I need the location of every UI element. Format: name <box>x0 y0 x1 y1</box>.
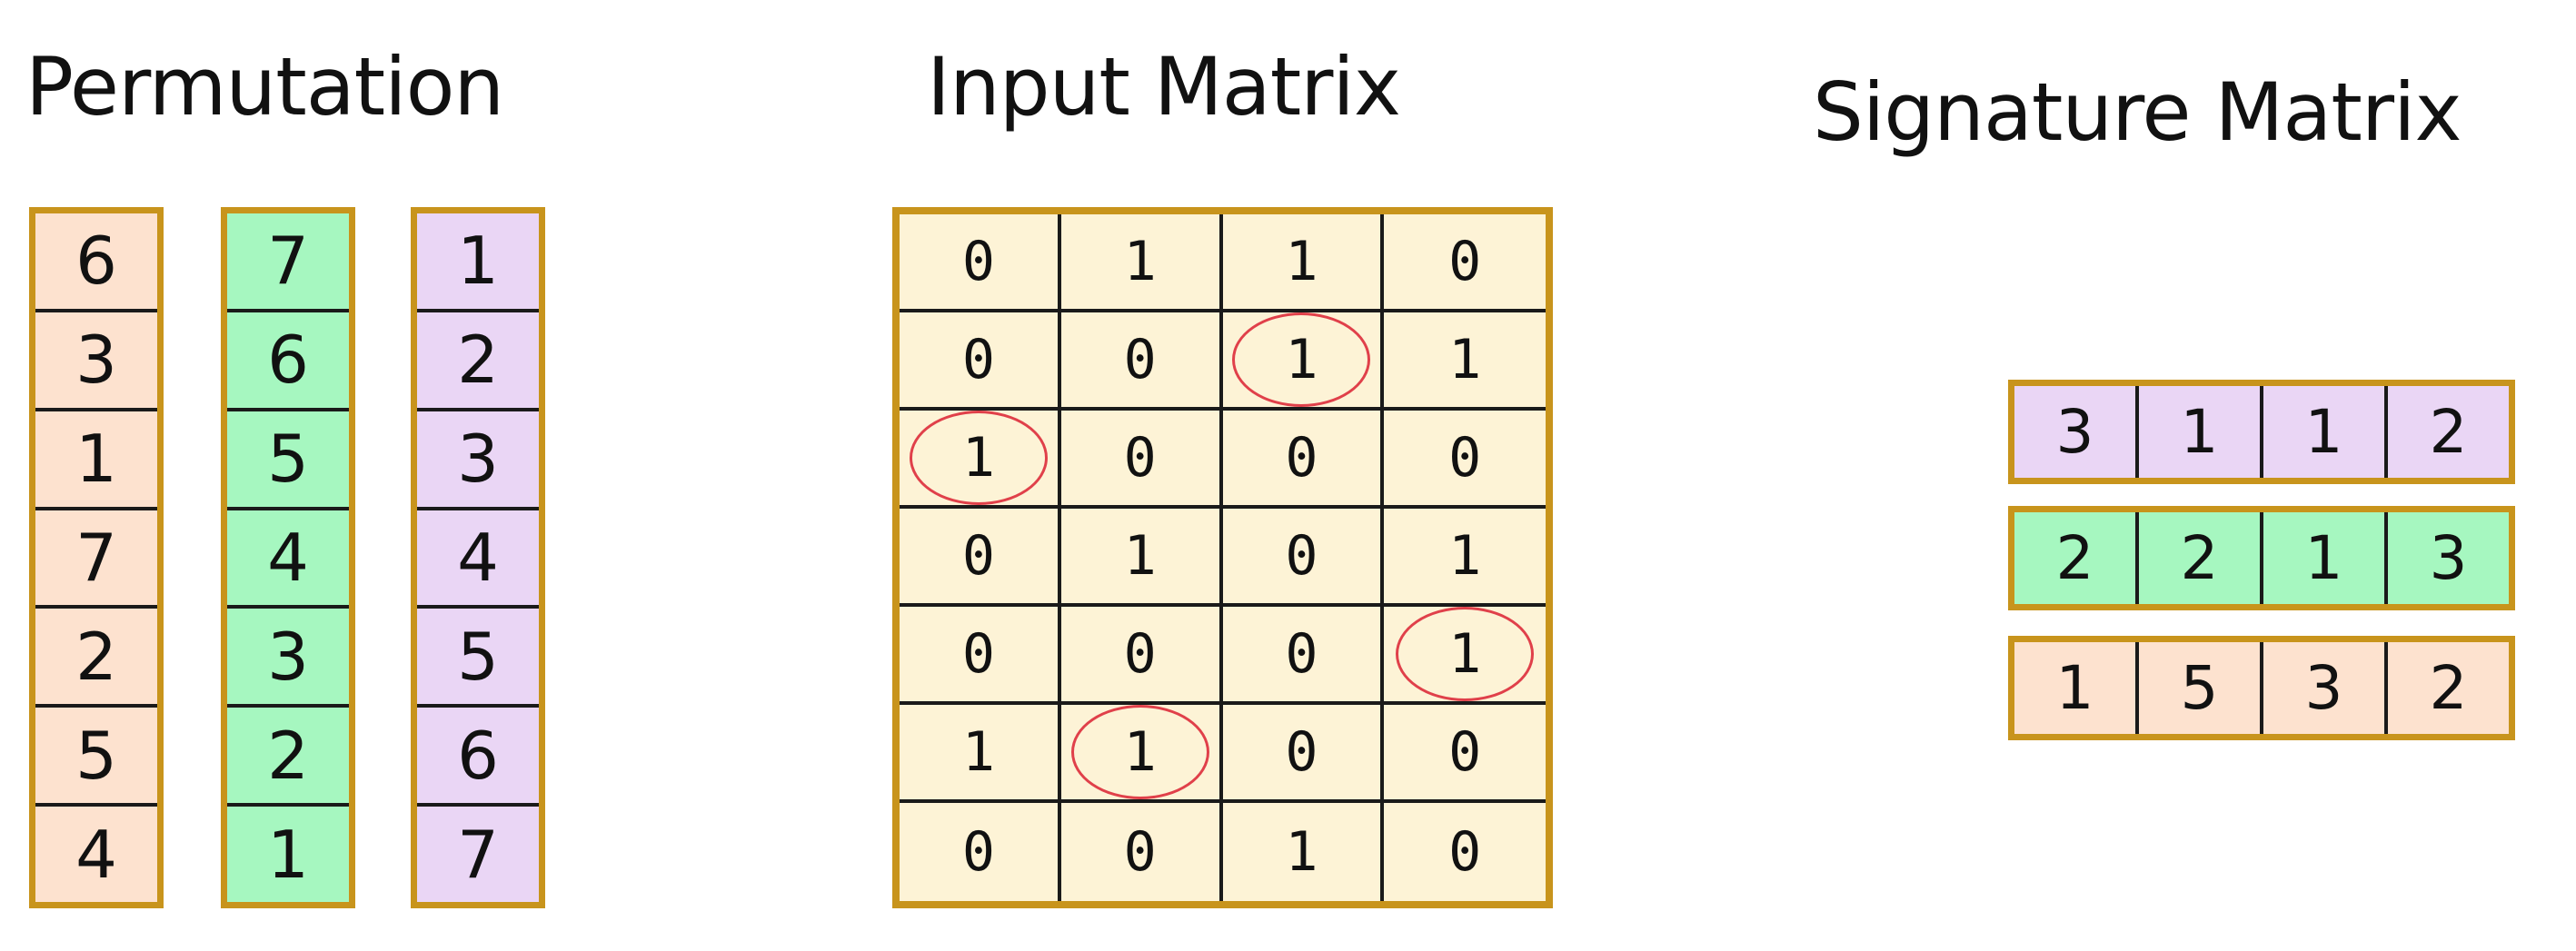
permutation-cell: 6 <box>35 213 157 312</box>
permutation-cell: 4 <box>75 816 117 893</box>
matrix-cell-circled: 1 <box>900 411 1061 509</box>
matrix-cell: 0 <box>1384 411 1546 509</box>
signature-cell: 2 <box>2429 397 2468 467</box>
permutation-cell: 1 <box>35 411 157 510</box>
permutation-heading: Permutation <box>25 40 504 134</box>
matrix-cell: 1 <box>1384 509 1546 607</box>
permutation-cell: 2 <box>35 609 157 708</box>
permutation-cell: 1 <box>267 816 309 893</box>
matrix-cell-circled: 1 <box>1060 705 1223 803</box>
permutation-cell: 3 <box>35 312 157 411</box>
signature-cell: 1 <box>2014 642 2139 734</box>
matrix-cell: 0 <box>1384 705 1546 803</box>
permutation-cell: 2 <box>417 312 539 411</box>
matrix-cell: 0 <box>1060 312 1223 411</box>
matrix-cell: 0 <box>900 214 1061 312</box>
signature-cell: 1 <box>2139 386 2263 478</box>
matrix-cell: 0 <box>1222 705 1385 803</box>
permutation-cell: 2 <box>227 708 349 807</box>
permutation-cell: 7 <box>457 816 499 893</box>
matrix-cell: 1 <box>1222 214 1385 312</box>
matrix-cell: 0 <box>1060 411 1223 509</box>
matrix-cell: 0 <box>1222 607 1385 705</box>
permutation-cell: 5 <box>35 708 157 807</box>
matrix-cell-circled: 1 <box>1222 312 1385 411</box>
signature-cell: 5 <box>2139 642 2263 734</box>
matrix-cell-circled: 1 <box>1384 607 1546 705</box>
signature-cell: 2 <box>2429 653 2468 723</box>
signature-cell: 3 <box>2263 642 2388 734</box>
signature-matrix-heading: Signature Matrix <box>1813 65 2462 159</box>
matrix-cell: 0 <box>900 803 1061 901</box>
input-matrix-heading: Input Matrix <box>927 40 1401 134</box>
matrix-cell: 0 <box>1060 607 1223 705</box>
matrix-cell: 0 <box>1222 411 1385 509</box>
matrix-cell: 0 <box>1061 803 1223 901</box>
matrix-cell: 0 <box>1222 509 1385 607</box>
signature-cell: 1 <box>2263 386 2388 478</box>
permutation-cell: 5 <box>417 609 539 708</box>
matrix-cell: 0 <box>1384 214 1546 312</box>
permutation-cell: 3 <box>417 411 539 510</box>
permutation-cell: 6 <box>417 708 539 807</box>
permutation-cell: 4 <box>227 510 349 609</box>
signature-cell: 3 <box>2014 386 2139 478</box>
permutation-cell: 6 <box>227 312 349 411</box>
matrix-cell: 0 <box>900 509 1061 607</box>
permutation-cell: 3 <box>227 609 349 708</box>
permutation-cell: 1 <box>417 213 539 312</box>
signature-cell: 1 <box>2263 512 2388 604</box>
signature-cell: 2 <box>2139 512 2263 604</box>
matrix-cell: 1 <box>900 705 1061 803</box>
permutation-cell: 5 <box>227 411 349 510</box>
matrix-cell: 1 <box>1223 803 1385 901</box>
signature-cell: 2 <box>2014 512 2139 604</box>
signature-cell: 3 <box>2429 523 2468 593</box>
matrix-cell: 1 <box>1060 509 1223 607</box>
matrix-cell: 1 <box>1060 214 1223 312</box>
matrix-cell: 1 <box>1384 312 1546 411</box>
matrix-cell: 0 <box>1448 820 1482 884</box>
matrix-cell: 0 <box>900 607 1061 705</box>
matrix-cell: 0 <box>900 312 1061 411</box>
permutation-cell: 7 <box>35 510 157 609</box>
permutation-cell: 7 <box>227 213 349 312</box>
permutation-cell: 4 <box>417 510 539 609</box>
